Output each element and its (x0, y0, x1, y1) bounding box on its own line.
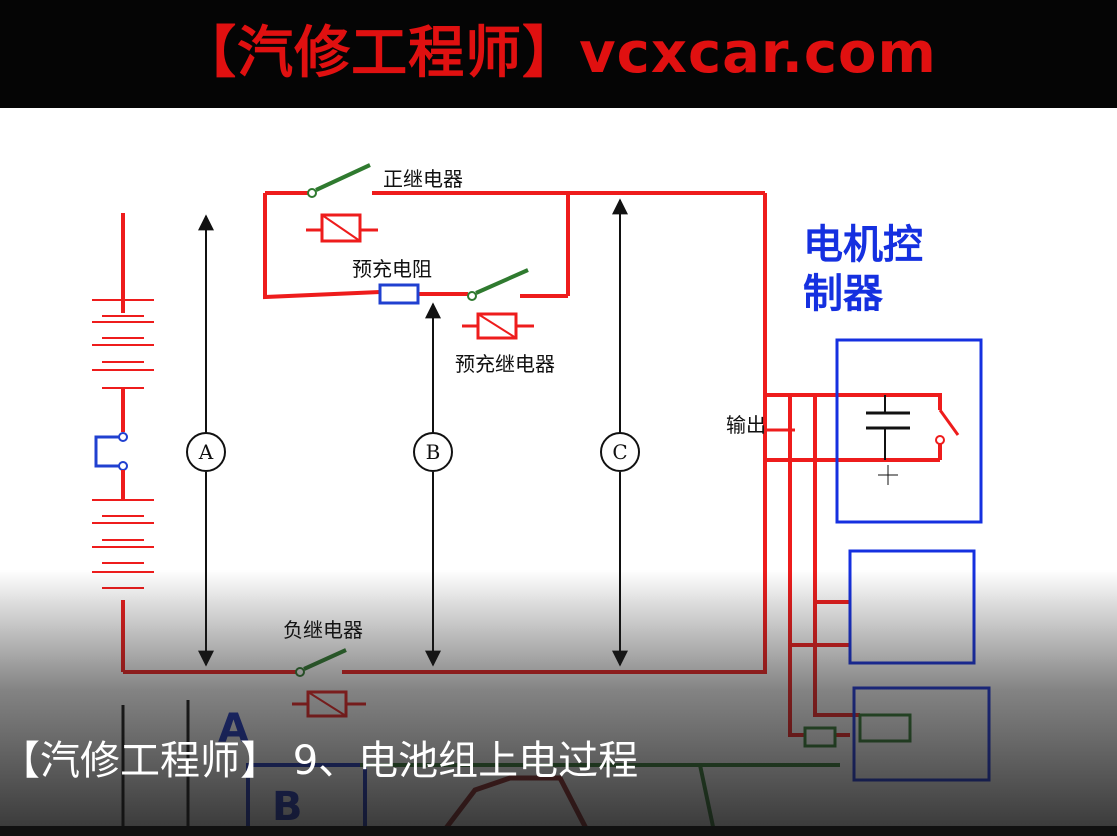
module-relays (803, 713, 912, 748)
battery-pack (92, 213, 154, 672)
negative-relay-label: 负继电器 (283, 618, 363, 642)
controller-box (835, 338, 983, 524)
module-box-1 (848, 549, 976, 665)
service-switch (94, 432, 128, 471)
measurement-arrows (198, 198, 628, 667)
banner-title: 【汽修工程师】vcxcar.com (180, 21, 937, 86)
output-label: 输出 (726, 413, 766, 437)
title-banner: 【汽修工程师】vcxcar.com (0, 0, 1117, 108)
meter-a-label: A (198, 440, 214, 464)
video-bottom-bar (0, 826, 1117, 836)
negative-relay (292, 648, 366, 718)
precharge-relay (462, 268, 534, 340)
meter-c-label: C (612, 440, 627, 464)
meter-b-label: B (426, 440, 441, 464)
bottom-label-b: B (272, 784, 303, 830)
meter-b: B (413, 432, 453, 472)
circuit-diagram: 正继电器 预充电阻 预充继电器 负继电器 A B C (92, 163, 991, 836)
precharge-relay-label: 预充继电器 (455, 352, 555, 376)
positive-relay-label: 正继电器 (383, 167, 463, 191)
precharge-resistor-label: 预充电阻 (352, 257, 432, 281)
controller-label-line1: 电机控 (803, 222, 923, 268)
meter-c: C (600, 432, 640, 472)
precharge-resistor (378, 283, 420, 305)
meter-a: A (186, 432, 226, 472)
positive-relay (306, 163, 378, 243)
controller-label-line2: 制器 (803, 271, 884, 317)
video-caption: 【汽修工程师】 9、电池组上电过程 (0, 738, 639, 784)
